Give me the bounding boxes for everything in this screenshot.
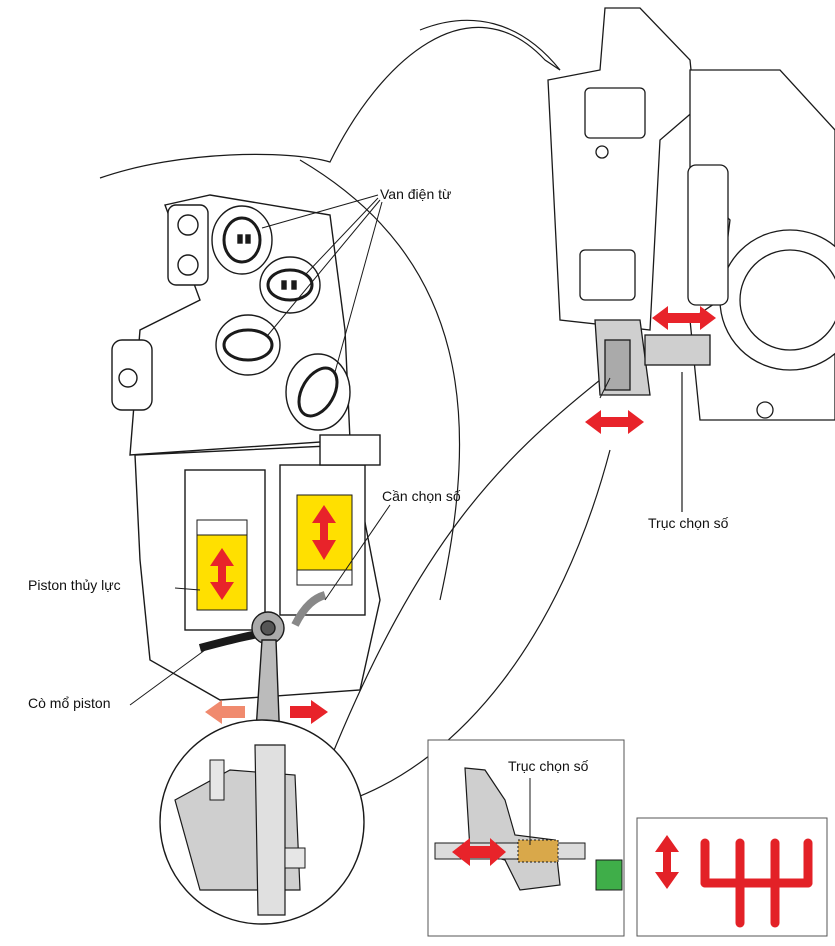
valve-block <box>111 194 351 479</box>
gearbox-assembly <box>547 7 835 421</box>
label-piston-rocker: Cò mổ piston <box>28 695 111 711</box>
double-arrow-icon <box>452 838 506 866</box>
arrow-right-icon <box>290 700 328 724</box>
solenoid-valve-2 <box>259 256 321 314</box>
label-hydraulic-piston: Piston thủy lực <box>28 577 121 593</box>
label-selector-lever: Cần chọn số <box>382 488 461 504</box>
label-selector-shaft-inset: Trục chọn số <box>508 758 589 774</box>
solenoid-valve-4 <box>285 353 351 431</box>
solenoid-valve-3 <box>215 314 281 376</box>
selector-shaft-inset <box>427 739 625 937</box>
double-arrow-icon <box>210 505 336 600</box>
callout-bubble <box>99 26 561 179</box>
piston-rocker <box>198 591 327 746</box>
label-selector-shaft-top: Trục chọn số <box>648 515 729 531</box>
double-arrow-icon <box>585 306 716 434</box>
label-solenoid-valves: Van điện từ <box>380 186 452 202</box>
magnified-detail <box>159 719 365 925</box>
arrow-left-icon <box>205 700 245 724</box>
gear-shift-pattern-icon <box>636 817 828 937</box>
leader-lines <box>129 194 611 706</box>
